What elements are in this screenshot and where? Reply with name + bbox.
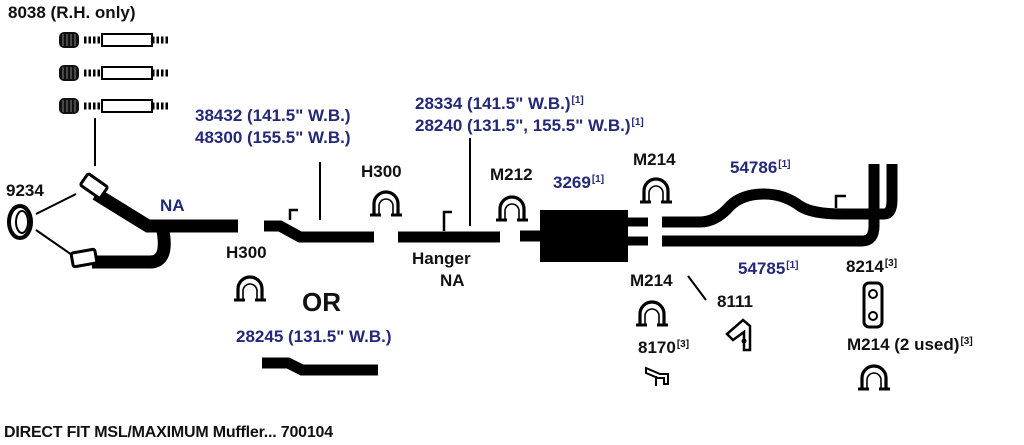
label-or: OR [302, 287, 341, 317]
label-m212: M212 [490, 165, 533, 184]
stud-8038-middle [59, 65, 168, 81]
label-part-54785-text: 54785 [738, 259, 786, 278]
note-54785: [1] [786, 260, 799, 271]
hanger-8214 [862, 281, 884, 329]
label-part-48300: 48300 (155.5" W.B.) [195, 128, 351, 147]
label-part-3269: 3269[1] [553, 173, 604, 193]
label-m214-top: M214 [633, 150, 676, 169]
label-part-28245: 28245 (131.5" W.B.) [236, 327, 392, 346]
label-h300-left: H300 [226, 243, 267, 262]
label-h300-top: H300 [361, 162, 402, 181]
label-m214-2used-text: M214 (2 used) [847, 335, 960, 354]
label-part-54785: 54785[1] [738, 259, 799, 279]
label-na-pipe: NA [160, 196, 185, 215]
footer-caption: DIRECT FIT MSL/MAXIMUM Muffler... 700104 [4, 424, 333, 441]
label-part-8214: 8214[3] [846, 257, 897, 277]
note-8170: [3] [676, 339, 690, 350]
label-part-8214-text: 8214 [846, 257, 884, 276]
clamp-m214-lower [634, 300, 670, 327]
label-part-28334-text: 28334 (141.5" W.B.) [415, 94, 571, 113]
label-part-54786: 54786[1] [730, 158, 791, 178]
leader-9234-a [35, 193, 77, 215]
clamp-h300-top [368, 190, 404, 217]
leader-9234-b [35, 229, 73, 256]
muffler-3269 [520, 210, 648, 262]
gasket-9234 [7, 204, 33, 240]
tailpipe-54785 [662, 164, 880, 247]
note-54786: [1] [778, 159, 791, 170]
label-part-8111: 8111 [717, 292, 753, 311]
bracket-8111 [725, 318, 752, 352]
leader-8111 [687, 275, 707, 301]
label-part-3269-text: 3269 [553, 173, 591, 192]
clamp-m214-2used [856, 364, 892, 391]
label-hanger: Hanger [412, 249, 471, 268]
note-8214: [3] [884, 258, 898, 269]
clamp-h300-left [232, 275, 268, 302]
pipe-38432 [264, 208, 374, 243]
label-part-54786-text: 54786 [730, 158, 778, 177]
label-part-38432: 38432 (141.5" W.B.) [195, 106, 351, 125]
pipe-28245 [262, 357, 378, 376]
bracket-8170 [645, 366, 669, 386]
label-part-9234: 9234 [6, 181, 44, 200]
pipe-28334 [398, 210, 500, 243]
label-m214-lower: M214 [630, 271, 673, 290]
label-part-28240-text: 28240 (131.5", 155.5" W.B.) [415, 116, 631, 135]
note-m214-2used: [3] [960, 336, 973, 347]
label-part-28334: 28334 (141.5" W.B.)[1] [415, 94, 584, 114]
note-28334: [1] [571, 95, 584, 106]
clamp-m214-top [638, 177, 674, 204]
label-part-8038: 8038 (R.H. only) [8, 3, 136, 22]
clamp-m212 [494, 195, 530, 222]
label-part-8170-text: 8170 [638, 338, 676, 357]
note-28240: [1] [631, 117, 644, 128]
label-part-28240: 28240 (131.5", 155.5" W.B.)[1] [415, 116, 644, 136]
stud-8038-bottom [59, 98, 168, 114]
stud-8038-top [59, 32, 168, 48]
y-pipe [69, 172, 238, 269]
label-part-8170: 8170[3] [638, 338, 689, 358]
label-m214-2used: M214 (2 used)[3] [847, 335, 973, 355]
label-hanger-na: NA [440, 271, 465, 290]
tailpipe-54786 [662, 164, 898, 228]
note-3269: [1] [591, 174, 605, 185]
